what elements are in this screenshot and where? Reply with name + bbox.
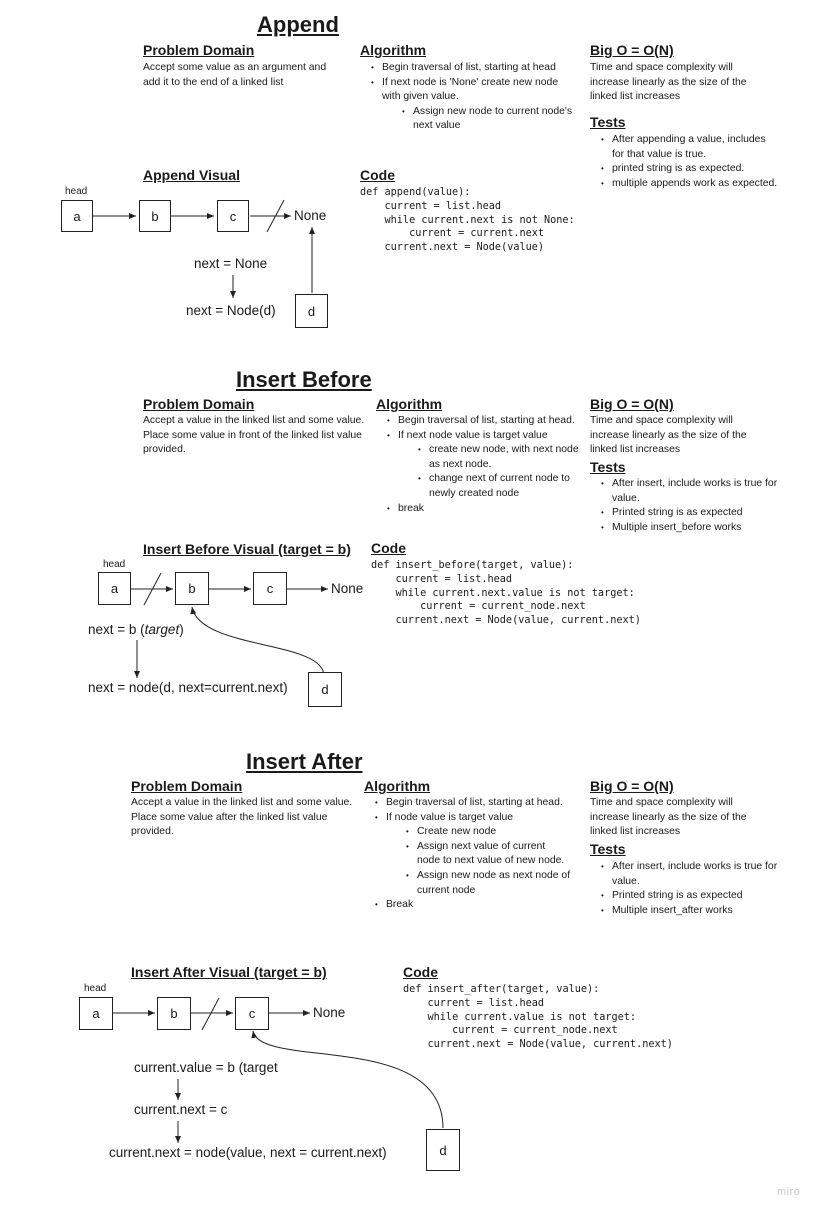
head-label: head [103, 559, 126, 570]
node-c: c [253, 572, 287, 605]
test-item: After insert, include works is true for … [600, 860, 780, 889]
algorithm-substep: change next of current node to newly cre… [417, 472, 586, 501]
big-o-text: Time and space complexity will increase … [590, 62, 747, 103]
section-title-append: Append [257, 12, 339, 37]
tests-list: After insert, include works is true for … [600, 477, 780, 535]
algorithm-substep: create new node, with next node as next … [417, 443, 586, 472]
tests-heading: Tests [590, 114, 626, 130]
test-item: printed string is as expected. [600, 162, 780, 177]
test-item: Multiple insert_after works [600, 904, 780, 919]
visual-heading: Insert Before Visual (target = b) [143, 541, 351, 557]
node-b: b [139, 200, 171, 232]
problem-domain-text: Accept a value in the linked list and so… [131, 797, 353, 838]
algorithm-heading: Algorithm [364, 778, 431, 794]
node-a: a [61, 200, 93, 232]
none-label: None [331, 581, 364, 596]
problem-domain-heading: Problem Domain [143, 42, 255, 58]
test-item: multiple appends work as expected. [600, 177, 780, 192]
note-next-target: next = b (target) [88, 622, 184, 637]
problem-domain-heading: Problem Domain [131, 778, 243, 794]
algorithm-heading: Algorithm [360, 42, 427, 58]
algorithm-step: If next node is 'None' create new node w… [370, 76, 575, 105]
note-current-next-update: current.next = node(value, next = curren… [109, 1145, 387, 1160]
big-o-heading: Big O = O(N) [590, 396, 674, 412]
node-a: a [79, 997, 113, 1030]
head-label: head [84, 983, 107, 994]
slash-cut [266, 199, 285, 233]
node-b: b [157, 997, 191, 1030]
test-item: After insert, include works is true for … [600, 477, 780, 506]
big-o-heading: Big O = O(N) [590, 42, 674, 58]
none-label: None [294, 208, 327, 223]
note-next-node-d: next = node(d, next=current.next) [88, 680, 288, 695]
code-heading: Code [371, 540, 406, 556]
slash-cut [143, 572, 162, 606]
algorithm-step: Begin traversal of list, starting at hea… [370, 61, 575, 76]
note-current-value: current.value = b (target [134, 1060, 278, 1075]
algorithm-substep: Create new node [405, 825, 579, 840]
node-d: d [426, 1129, 460, 1171]
big-o-text: Time and space complexity will increase … [590, 415, 747, 456]
algorithm-step: If node value is target value [374, 811, 579, 826]
code-block: def append(value): current = list.head w… [360, 187, 575, 254]
test-item: Printed string is as expected [600, 506, 780, 521]
code-heading: Code [360, 167, 395, 183]
node-d: d [295, 294, 328, 328]
algorithm-step: Begin traversal of list, starting at hea… [386, 414, 586, 429]
algorithm-substep: Assign new node to current node's next v… [401, 105, 575, 134]
algorithm-list: Begin traversal of list, starting at hea… [370, 61, 575, 134]
visual-heading: Insert After Visual (target = b) [131, 964, 327, 980]
code-block: def insert_before(target, value): curren… [371, 560, 641, 627]
problem-domain-heading: Problem Domain [143, 396, 255, 412]
test-item: Printed string is as expected [600, 889, 780, 904]
node-a: a [98, 572, 131, 605]
miro-watermark: miro [777, 1186, 801, 1198]
tests-list: After appending a value, includes for th… [600, 133, 780, 191]
note-current-next: current.next = c [134, 1102, 228, 1117]
algorithm-substep: Assign next value of current node to nex… [405, 840, 567, 869]
test-item: After appending a value, includes for th… [600, 133, 780, 162]
section-title-insert-before: Insert Before [236, 367, 372, 392]
visual-heading: Append Visual [143, 167, 240, 183]
tests-heading: Tests [590, 459, 626, 475]
algorithm-step: If next node value is target value [386, 429, 586, 444]
algorithm-heading: Algorithm [376, 396, 443, 412]
note-next-node-d: next = Node(d) [186, 303, 276, 318]
arrow-d-c [251, 1030, 444, 1129]
problem-domain-text: Accept some value as an argument and add… [143, 62, 327, 88]
section-title-insert-after: Insert After [246, 749, 363, 774]
node-b: b [175, 572, 209, 605]
test-item: Multiple insert_before works [600, 521, 780, 536]
algorithm-list: Begin traversal of list, starting at hea… [386, 414, 586, 516]
problem-domain-text: Accept a value in the linked list and so… [143, 415, 365, 456]
node-c: c [235, 997, 269, 1030]
code-block: def insert_after(target, value): current… [403, 984, 673, 1051]
head-label: head [65, 186, 88, 197]
algorithm-step: break [386, 502, 586, 517]
node-d: d [308, 672, 342, 707]
note-next-none: next = None [194, 256, 268, 271]
big-o-heading: Big O = O(N) [590, 778, 674, 794]
algorithm-step: Begin traversal of list, starting at hea… [374, 796, 579, 811]
slash-cut [201, 997, 220, 1031]
node-c: c [217, 200, 249, 232]
arrow-d-b [190, 606, 325, 677]
tests-list: After insert, include works is true for … [600, 860, 780, 918]
none-label: None [313, 1005, 346, 1020]
code-heading: Code [403, 964, 438, 980]
algorithm-list: Begin traversal of list, starting at hea… [374, 796, 579, 913]
algorithm-step: Break [374, 898, 579, 913]
big-o-text: Time and space complexity will increase … [590, 797, 747, 838]
tests-heading: Tests [590, 841, 626, 857]
algorithm-substep: Assign new node as next node of current … [405, 869, 572, 898]
